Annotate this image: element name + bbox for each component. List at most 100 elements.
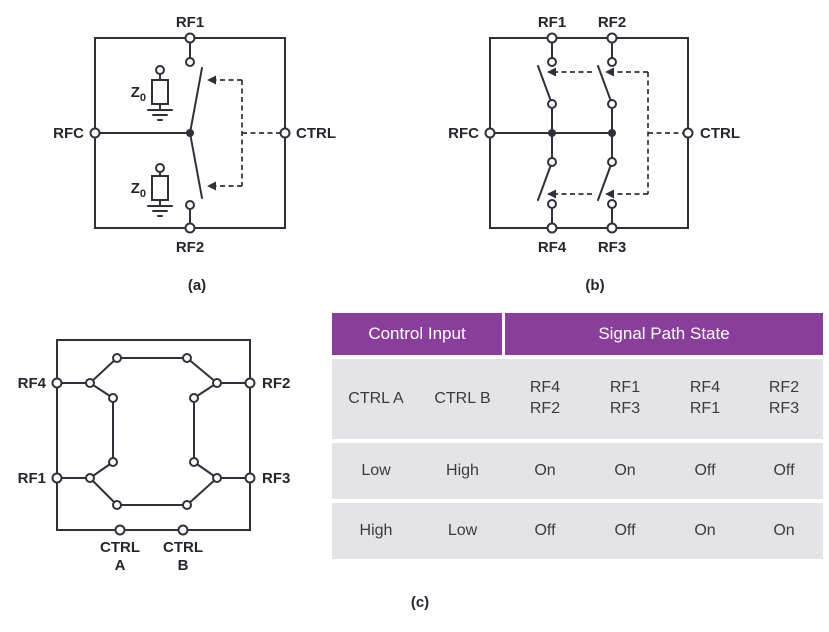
ground-icon: [147, 205, 173, 217]
label-rf3: RF3: [598, 239, 626, 256]
contact: [108, 457, 118, 467]
caption-c: (c): [411, 594, 429, 611]
col-label-ctrl-a: CTRL A: [332, 359, 420, 439]
pair-top: RF4: [529, 379, 561, 397]
node-rf1: [85, 473, 95, 483]
label-rfc: RFC: [53, 125, 84, 142]
ground-icon: [147, 109, 173, 121]
label-ctrl-a-line2: A: [115, 557, 126, 574]
diagram-a: RF1 RF2 RFC CTRL Z0 Z0 (a): [53, 14, 336, 294]
col-label-pair-1: RF4 RF2: [505, 359, 585, 439]
pair-bottom: RF3: [609, 400, 641, 417]
label-rf1: RF1: [18, 470, 46, 487]
label-z0-top: Z0: [131, 84, 146, 104]
table-header-control-input: Control Input: [332, 313, 505, 355]
switch-arm-bottom: [189, 132, 203, 199]
terminal-ctrl-a: [114, 524, 126, 536]
table-cell: Off: [585, 503, 665, 559]
pivot: [607, 157, 617, 167]
package-outline: [56, 339, 251, 531]
contact: [607, 57, 617, 67]
label-rf1: RF1: [538, 14, 566, 31]
node-rf4: [85, 378, 95, 388]
switch-arm-top: [189, 67, 203, 134]
pair-top: RF2: [768, 379, 800, 397]
contact-rf1: [185, 57, 195, 67]
table-cell: On: [665, 503, 745, 559]
label-z0-bottom: Z0: [131, 180, 146, 200]
pair-top: RF1: [609, 379, 641, 397]
pivot: [547, 99, 557, 109]
contact: [112, 353, 122, 363]
switch-arm: [89, 357, 118, 384]
pair-bottom: RF3: [768, 400, 800, 417]
label-rf2: RF2: [262, 375, 290, 392]
control-dashed-path: [547, 67, 683, 199]
diagram-c: RF4 RF1 RF2 RF3 CTRL A CTRL B (c): [18, 339, 429, 611]
terminal-rf1: [546, 32, 558, 44]
z0-termination-top: [147, 69, 173, 121]
terminal-rfc: [89, 127, 101, 139]
contact-z0-top: [155, 65, 165, 75]
terminal-rf2: [244, 377, 256, 389]
terminal-rf4: [546, 222, 558, 234]
contact: [108, 393, 118, 403]
terminal-ctrl-b: [177, 524, 189, 536]
terminal-rf3: [606, 222, 618, 234]
switch-arm-rf4: [537, 161, 553, 201]
terminal-ctrl: [682, 127, 694, 139]
contact: [112, 500, 122, 510]
table-cell: On: [505, 443, 585, 499]
label-rf4: RF4: [18, 375, 47, 392]
col-label-pair-4: RF2 RF3: [745, 359, 823, 439]
terminal-rf4: [51, 377, 63, 389]
contact-rf2: [185, 200, 195, 210]
contact-z0-bottom: [155, 163, 165, 173]
table-cell: Off: [665, 443, 745, 499]
switch-arm: [89, 477, 118, 506]
table-cell: Low: [420, 503, 505, 559]
table-cell: High: [420, 443, 505, 499]
resistor: [151, 79, 169, 105]
switch-arm-rf3: [597, 161, 613, 201]
contact: [547, 199, 557, 209]
resistor: [151, 175, 169, 201]
caption-a: (a): [188, 277, 206, 294]
label-ctrl: CTRL: [296, 125, 336, 142]
contact: [189, 457, 199, 467]
contact: [189, 393, 199, 403]
table-cell: Off: [505, 503, 585, 559]
node-rf2: [212, 378, 222, 388]
pair-bottom: RF2: [529, 400, 561, 417]
z0-termination-bottom: [147, 167, 173, 217]
col-label-pair-3: RF4 RF1: [665, 359, 745, 439]
table-cell: High: [332, 503, 420, 559]
pair-top: RF4: [689, 379, 721, 397]
col-label-pair-2: RF1 RF3: [585, 359, 665, 439]
contact: [607, 199, 617, 209]
terminal-rfc: [484, 127, 496, 139]
switch-arm-rf1: [537, 65, 553, 105]
truth-table: Control Input Signal Path State CTRL A C…: [332, 313, 823, 559]
terminal-rf2: [606, 32, 618, 44]
switch-arm: [186, 477, 218, 506]
pair-bottom: RF1: [689, 400, 721, 417]
label-rf2: RF2: [176, 239, 204, 256]
terminal-rf3: [244, 472, 256, 484]
contact: [182, 353, 192, 363]
switch-arm-rf2: [597, 65, 613, 105]
node-rf3: [212, 473, 222, 483]
contact: [547, 57, 557, 67]
label-rf3: RF3: [262, 470, 290, 487]
diagram-b: RF1 RF2 RF4 RF3 RFC CTRL (b): [448, 14, 740, 294]
pivot: [607, 99, 617, 109]
label-rf2: RF2: [598, 14, 626, 31]
label-rfc: RFC: [448, 125, 479, 142]
label-rf4: RF4: [538, 239, 567, 256]
label-rf1: RF1: [176, 14, 204, 31]
contact: [182, 500, 192, 510]
col-label-ctrl-b: CTRL B: [420, 359, 505, 439]
label-ctrl-b-line1: CTRL: [163, 539, 203, 556]
